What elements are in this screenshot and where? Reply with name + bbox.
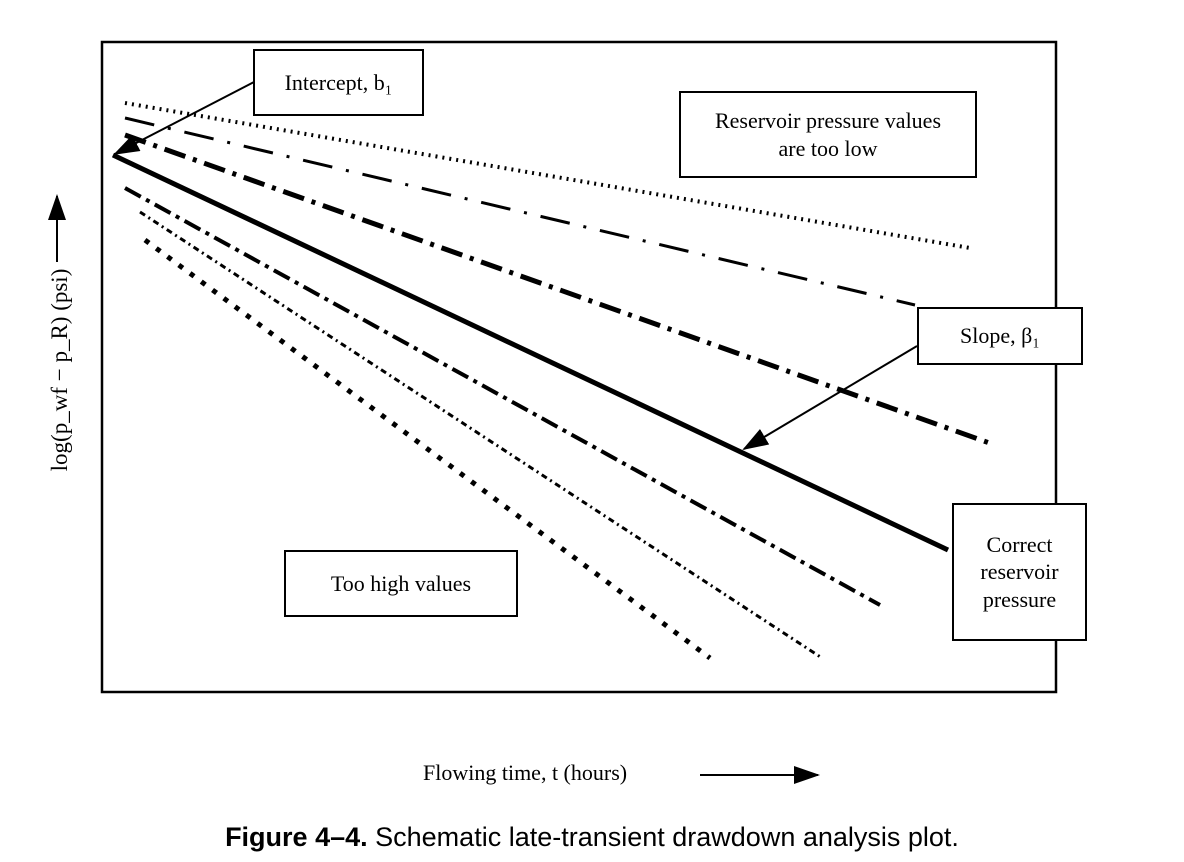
line-hatched	[124, 101, 971, 250]
line-dashed	[124, 186, 881, 607]
too-low-text: Reservoir pressure values are too low	[714, 108, 942, 161]
too-low-label: Reservoir pressure values are too low	[679, 91, 977, 178]
figure-caption: Figure 4–4. Schematic late-transient dra…	[0, 822, 1184, 853]
slope-arrow	[742, 345, 918, 451]
too-high-label: Too high values	[284, 550, 518, 617]
line-solid	[111, 152, 950, 553]
line-long-dash-dot	[124, 116, 916, 307]
slope-label: Slope, β₁	[917, 307, 1083, 365]
correct-text: Correct reservoir pressure	[980, 531, 1059, 612]
slope-text: Slope, β₁	[960, 323, 1040, 349]
line-group	[111, 101, 996, 661]
plot-frame	[100, 40, 1058, 694]
x-axis-label: Flowing time, t (hours)	[423, 760, 628, 785]
intercept-arrow	[113, 81, 255, 155]
caption-text: Schematic late-transient drawdown analys…	[375, 822, 959, 852]
caption-label: Figure 4–4.	[225, 822, 368, 852]
intercept-label: Intercept, b₁	[253, 49, 424, 116]
line-square-dots	[143, 237, 712, 661]
too-high-text: Too high values	[330, 570, 472, 596]
correct-label: Correct reservoir pressure	[952, 503, 1087, 641]
y-axis-label: log(p_wf − p_R) (psi)	[47, 268, 72, 472]
line-heavy-dash-dot	[124, 132, 996, 448]
intercept-text: Intercept, b₁	[284, 69, 393, 95]
